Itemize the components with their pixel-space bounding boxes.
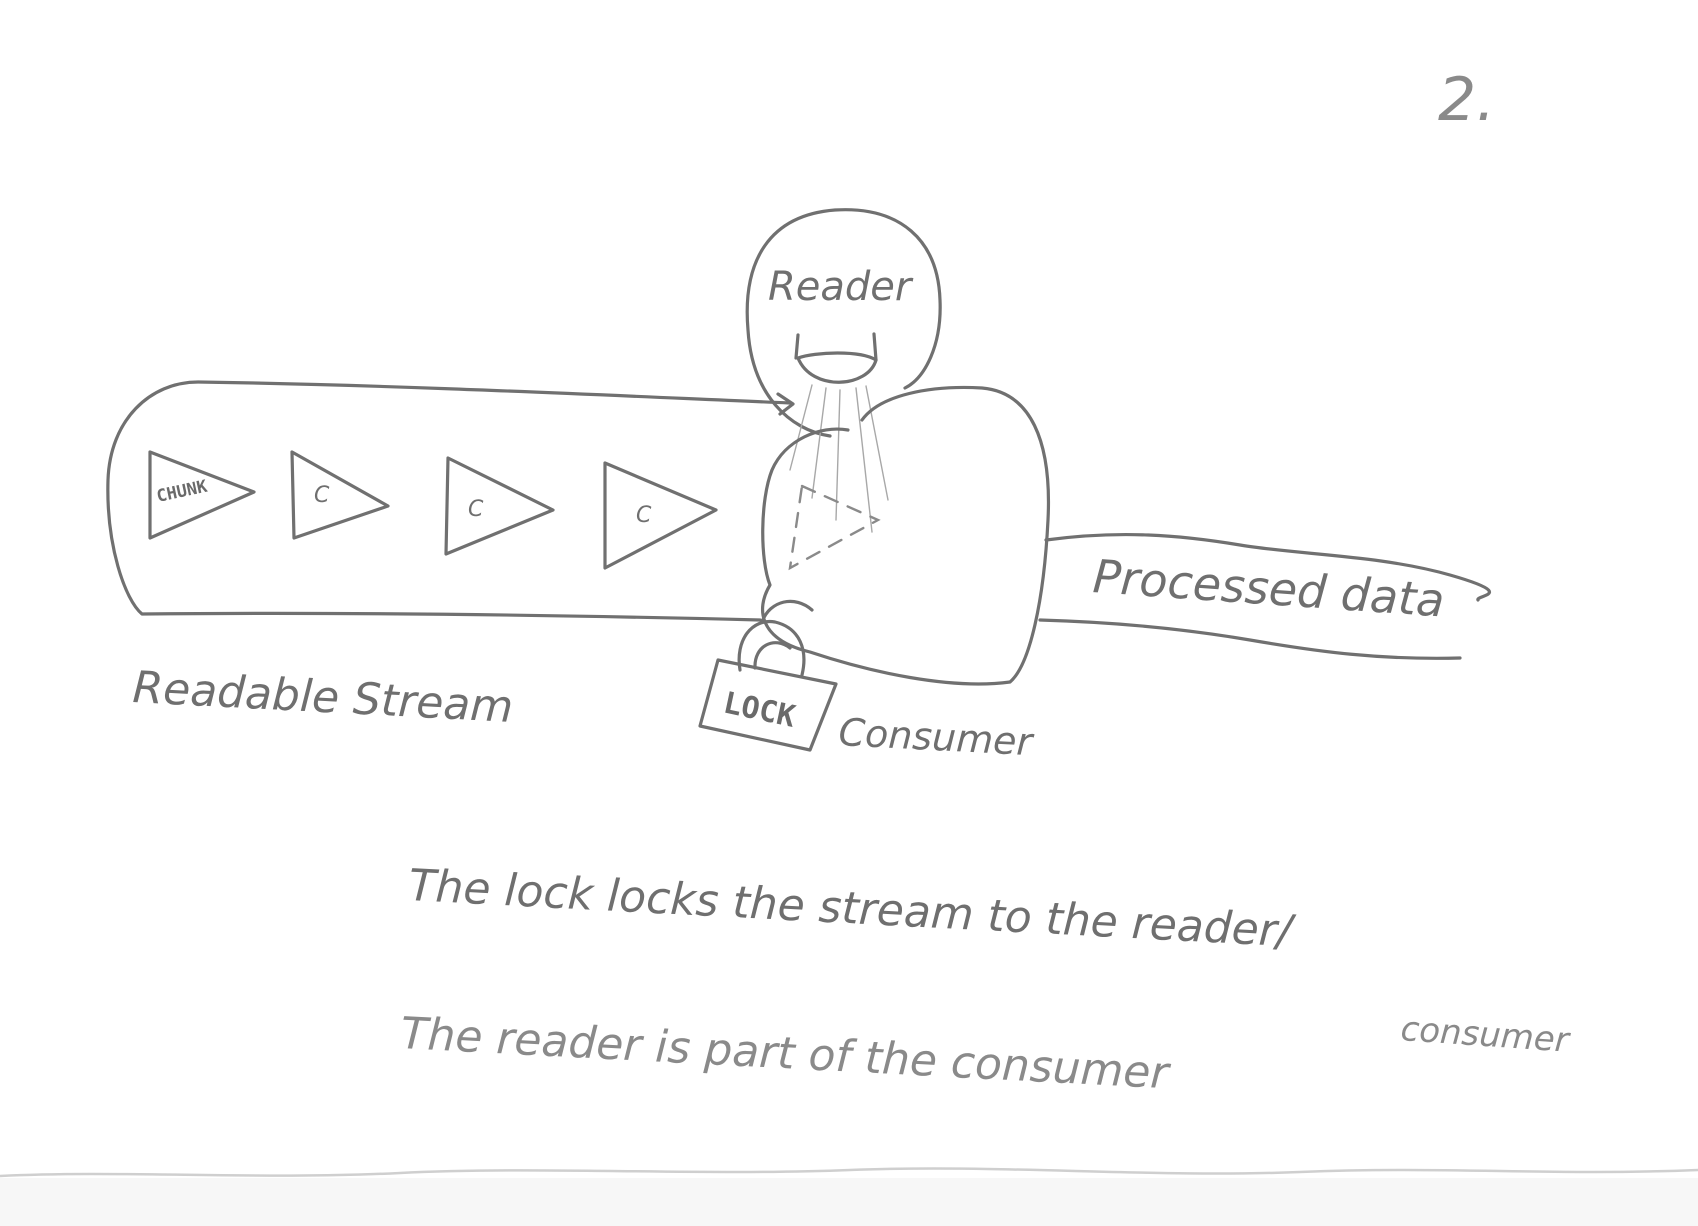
lock-icon: LOCK: [698, 619, 838, 752]
note-line-1: The lock locks the stream to the reader/: [407, 860, 1297, 957]
lock-shackle-link: [760, 599, 814, 624]
paper-torn-edge: [0, 1167, 1698, 1178]
consumer-label: Consumer: [838, 710, 1036, 764]
chunk-second: C: [290, 450, 390, 540]
chunk-first: CHUNK: [148, 450, 256, 540]
reader-head: [745, 208, 942, 438]
stream-arrow-head: [776, 392, 795, 416]
svg-text:C: C: [636, 503, 652, 528]
svg-text:C: C: [314, 483, 330, 508]
processed-data-ribbon-top: [1044, 532, 1491, 602]
reader-eye-icon: [794, 332, 878, 384]
svg-text:C: C: [468, 497, 484, 522]
readable-stream-tube: [106, 380, 792, 622]
chunk-fourth: C: [603, 461, 718, 570]
lock-label: LOCK: [720, 686, 798, 735]
reading-beams: [789, 384, 889, 533]
collected-data-triangle: [788, 484, 881, 571]
reader-label: Reader: [768, 264, 914, 310]
note-line-2: The reader is part of the consumer: [399, 1008, 1172, 1099]
consumer-body: [761, 385, 1051, 686]
page-number: 2.: [1438, 65, 1495, 135]
chunk-third: C: [444, 456, 555, 556]
svg-text:CHUNK: CHUNK: [155, 477, 210, 507]
readable-stream-label: Readable Stream: [131, 662, 514, 733]
paper-below-edge: [0, 1178, 1698, 1226]
processed-data-label: Processed data: [1091, 549, 1446, 627]
note-line-1-continuation: consumer: [1399, 1009, 1572, 1061]
processed-data-ribbon-bottom: [1038, 618, 1462, 660]
